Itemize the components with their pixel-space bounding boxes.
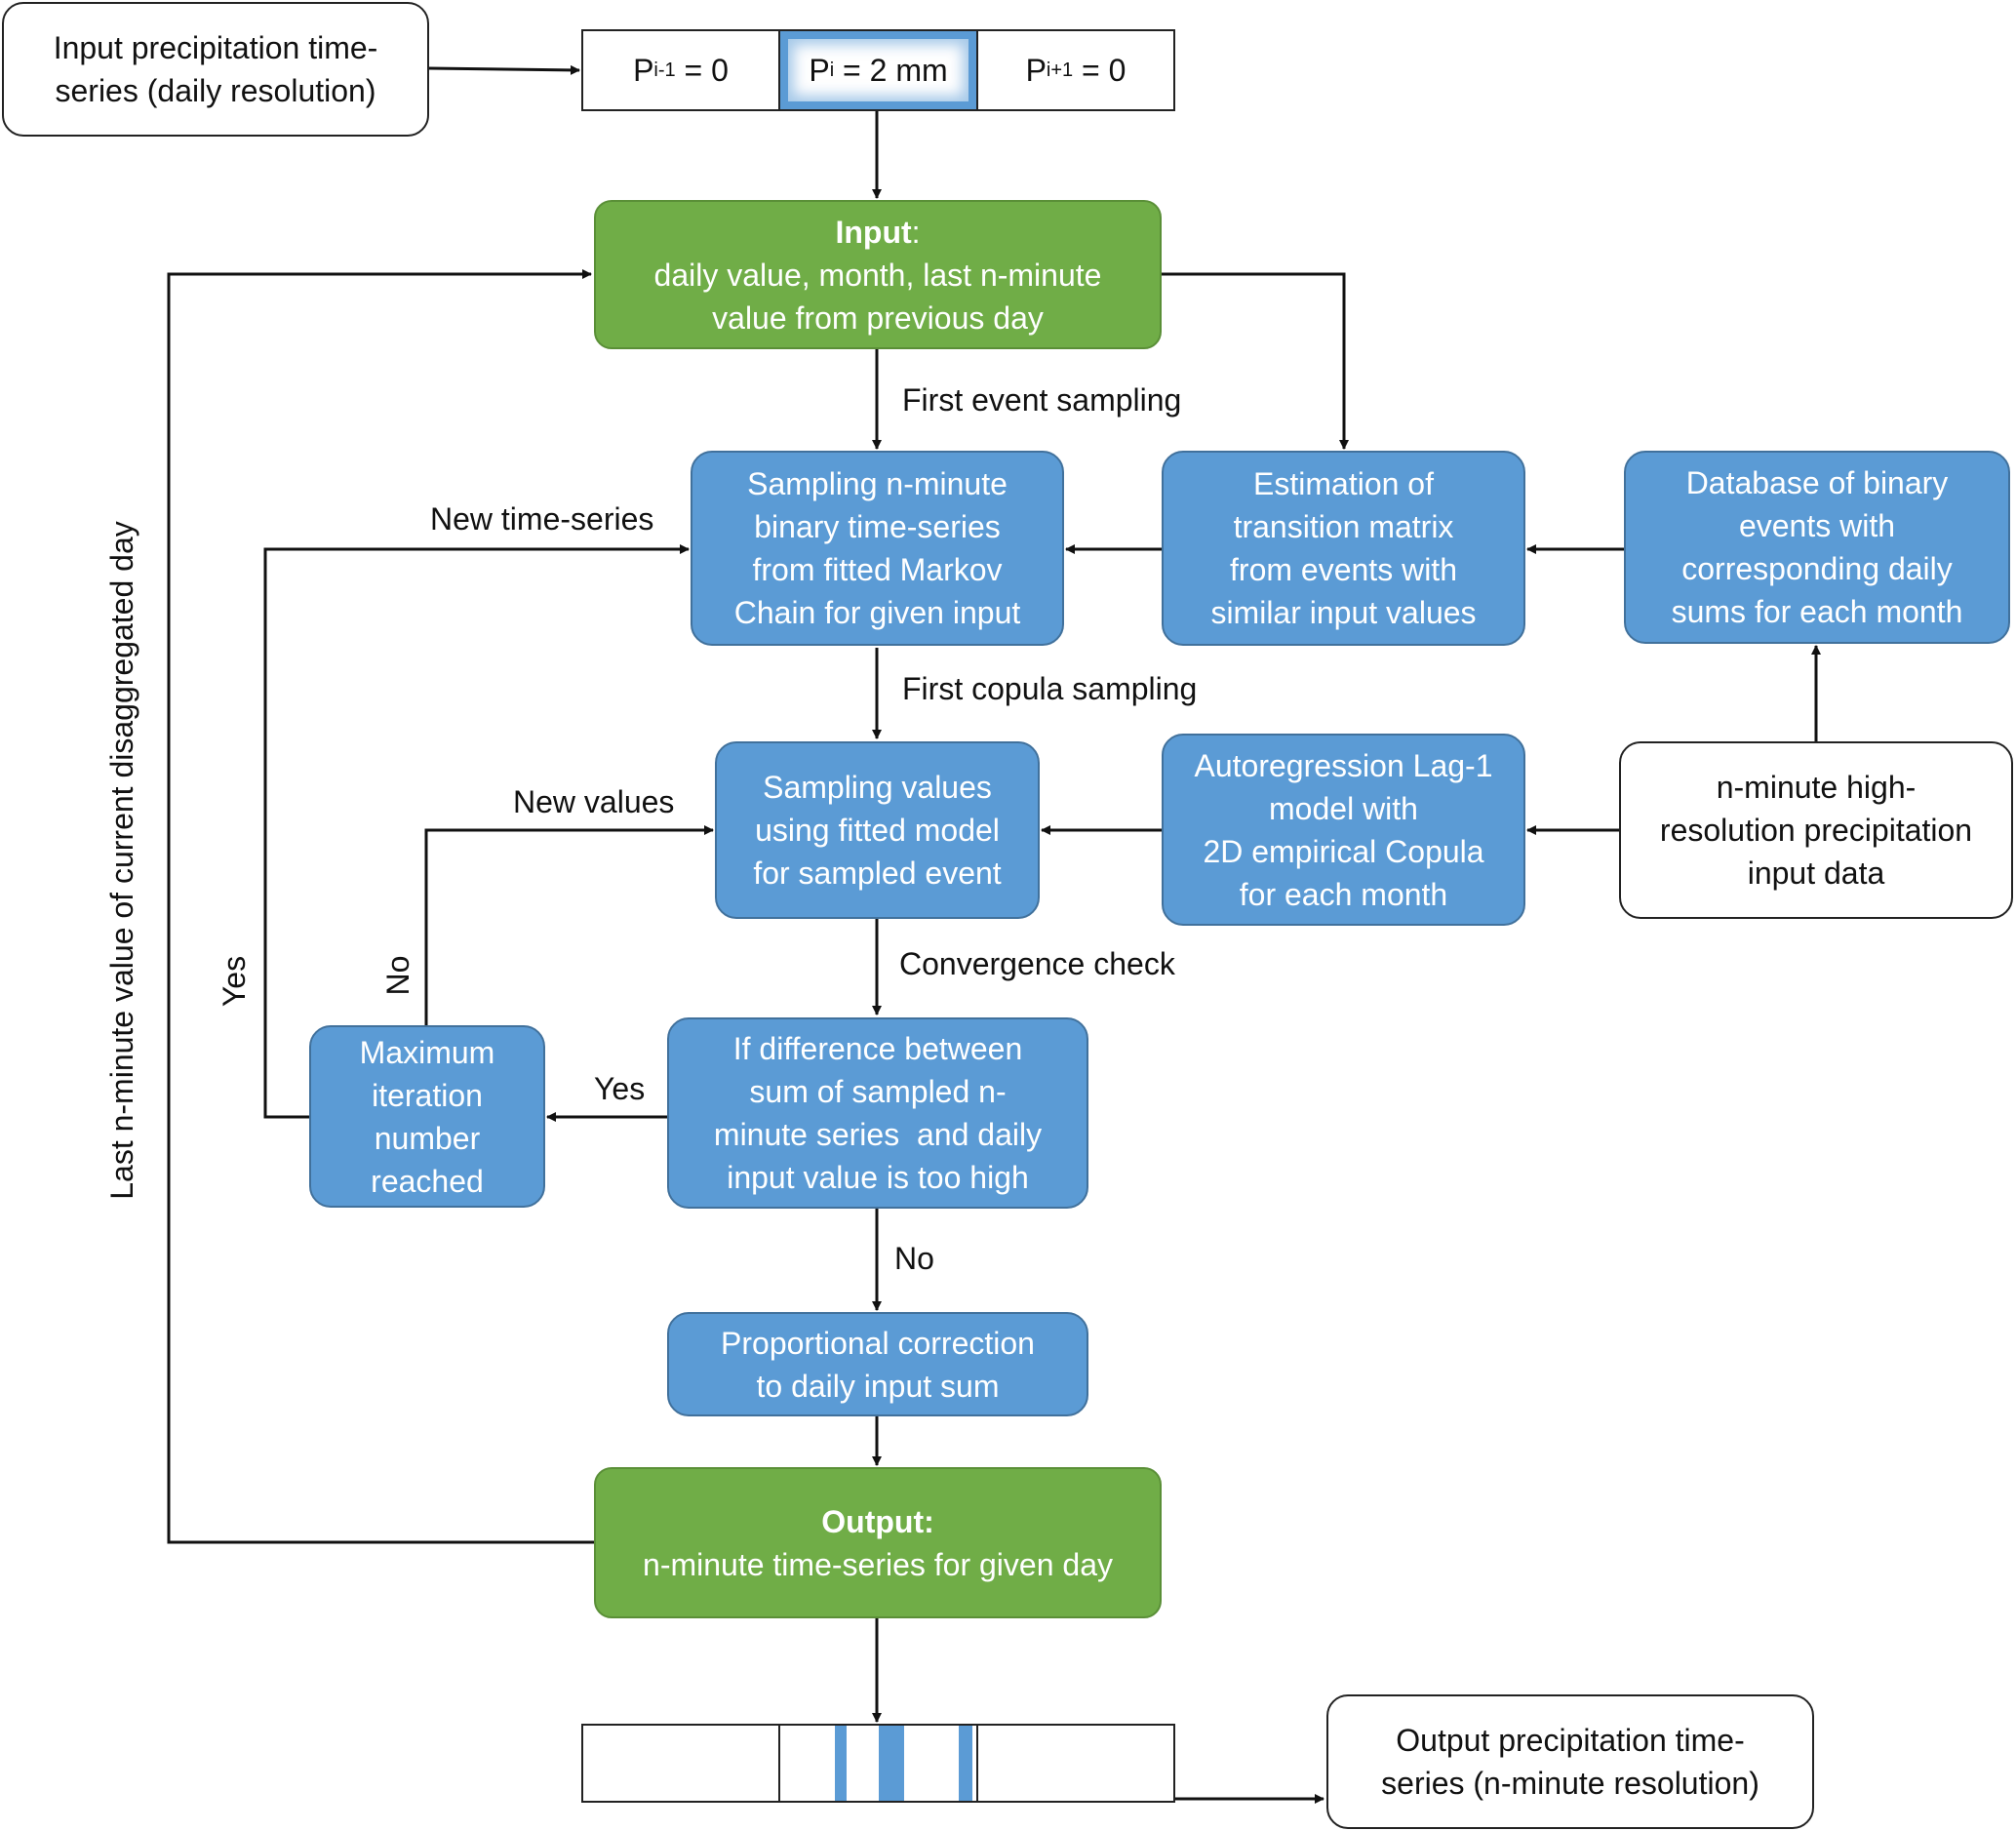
cell-rest: = 0 (1073, 52, 1127, 88)
estimation-line: similar input values (1210, 595, 1477, 630)
sampling-line: Sampling n-minute (747, 466, 1008, 501)
input-colon: : (911, 214, 921, 250)
label-no-convergence: No (894, 1241, 934, 1276)
arrow-input-to-estimation (1162, 272, 1349, 450)
label-yes-convergence: Yes (594, 1071, 646, 1106)
database-line: sums for each month (1671, 594, 1963, 629)
cell-p: P (1025, 52, 1047, 88)
highres-data-box: n-minute high- resolution precipitation … (1619, 741, 2013, 919)
arrow-maxiter-no-to-values (424, 825, 714, 1025)
maxiter-line: reached (371, 1163, 484, 1199)
input-box: Input: daily value, month, last n-minute… (594, 200, 1162, 349)
arrow-output-feedback-to-input (167, 269, 594, 1544)
label-feedback: Last n-minute value of current disaggreg… (104, 521, 139, 1200)
cell-sub: i (829, 59, 835, 81)
proportional-correction-box: Proportional correction to daily input s… (667, 1312, 1088, 1416)
autoreg-line: model with (1269, 790, 1418, 826)
autoreg-line: Autoregression Lag-1 (1194, 747, 1493, 783)
label-first-copula-sampling: First copula sampling (902, 671, 1198, 706)
database-line: Database of binary (1685, 465, 1949, 500)
input-series-line2: series (daily resolution) (55, 73, 376, 108)
difference-line: If difference between (732, 1031, 1023, 1066)
cell-sub: i+1 (1046, 59, 1074, 81)
cell-p: P (809, 52, 830, 88)
sampling-values-box: Sampling values using fitted model for s… (715, 741, 1040, 919)
label-no-left: No (380, 955, 415, 996)
sampling-line: binary time-series (754, 509, 1001, 544)
cell-rest: = 0 (675, 52, 729, 88)
difference-line: minute series and daily (713, 1117, 1043, 1152)
difference-line: sum of sampled n- (749, 1074, 1007, 1109)
input-series-box: Input precipitation time- series (daily … (2, 2, 429, 137)
output-cell-next (976, 1724, 1175, 1803)
label-first-event-sampling: First event sampling (902, 382, 1182, 418)
arrow-maxiter-yes-to-sampling (263, 544, 690, 1119)
sampling-line: from fitted Markov (752, 552, 1003, 587)
difference-check-box: If difference between sum of sampled n- … (667, 1017, 1088, 1209)
output-series-box: Output precipitation time- series (n-min… (1326, 1694, 1814, 1829)
output-series-line2: series (n-minute resolution) (1381, 1766, 1759, 1801)
output-series-line1: Output precipitation time- (1396, 1723, 1745, 1758)
output-cell-current (778, 1724, 978, 1803)
values-line: for sampled event (753, 856, 1002, 891)
label-new-time-series: New time-series (430, 501, 654, 537)
rain-stripe (959, 1726, 972, 1801)
values-line: Sampling values (763, 770, 992, 805)
output-cell-previous (581, 1724, 780, 1803)
sampling-line: Chain for given input (733, 595, 1021, 630)
label-new-values: New values (513, 784, 675, 819)
output-line1: n-minute time-series for given day (643, 1546, 1113, 1582)
database-line: corresponding daily (1681, 551, 1953, 586)
estimation-line: transition matrix (1233, 509, 1454, 544)
maxiter-line: Maximum (359, 1034, 495, 1070)
correction-line: Proportional correction (721, 1325, 1035, 1361)
correction-line: to daily input sum (756, 1368, 1000, 1404)
label-yes-left: Yes (217, 955, 252, 1008)
estimation-line: Estimation of (1253, 466, 1434, 501)
output-title: Output: (821, 1503, 934, 1539)
input-line2: value from previous day (712, 299, 1044, 336)
estimation-box: Estimation of transition matrix from eve… (1162, 451, 1525, 646)
input-title: Input (835, 214, 912, 250)
difference-line: input value is too high (727, 1160, 1029, 1195)
values-line: using fitted model (755, 813, 1000, 848)
autoreg-line: for each month (1239, 876, 1448, 912)
rain-stripe (835, 1726, 847, 1801)
estimation-line: from events with (1230, 552, 1457, 587)
autoregression-box: Autoregression Lag-1 model with 2D empir… (1162, 734, 1525, 926)
maxiter-line: iteration (372, 1077, 483, 1113)
label-convergence-check: Convergence check (899, 946, 1175, 981)
cell-rest: = 2 mm (834, 52, 948, 88)
autoreg-line: 2D empirical Copula (1203, 833, 1484, 869)
arrow-input-series-to-cells (428, 64, 580, 75)
database-line: events with (1738, 508, 1896, 543)
output-box: Output: n-minute time-series for given d… (594, 1467, 1162, 1618)
highres-line: input data (1747, 856, 1885, 891)
rain-stripe (879, 1726, 904, 1801)
highres-line: n-minute high- (1716, 770, 1917, 805)
input-series-line1: Input precipitation time- (53, 30, 378, 65)
sampling-binary-box: Sampling n-minute binary time-series fro… (691, 451, 1064, 646)
max-iteration-box: Maximum iteration number reached (309, 1025, 545, 1208)
cell-sub: i-1 (653, 59, 676, 81)
input-line1: daily value, month, last n-minute (653, 257, 1102, 293)
cell-p: P (633, 52, 654, 88)
highres-line: resolution precipitation (1659, 813, 1973, 848)
database-box: Database of binary events with correspon… (1624, 451, 2010, 644)
maxiter-line: number (374, 1120, 481, 1156)
